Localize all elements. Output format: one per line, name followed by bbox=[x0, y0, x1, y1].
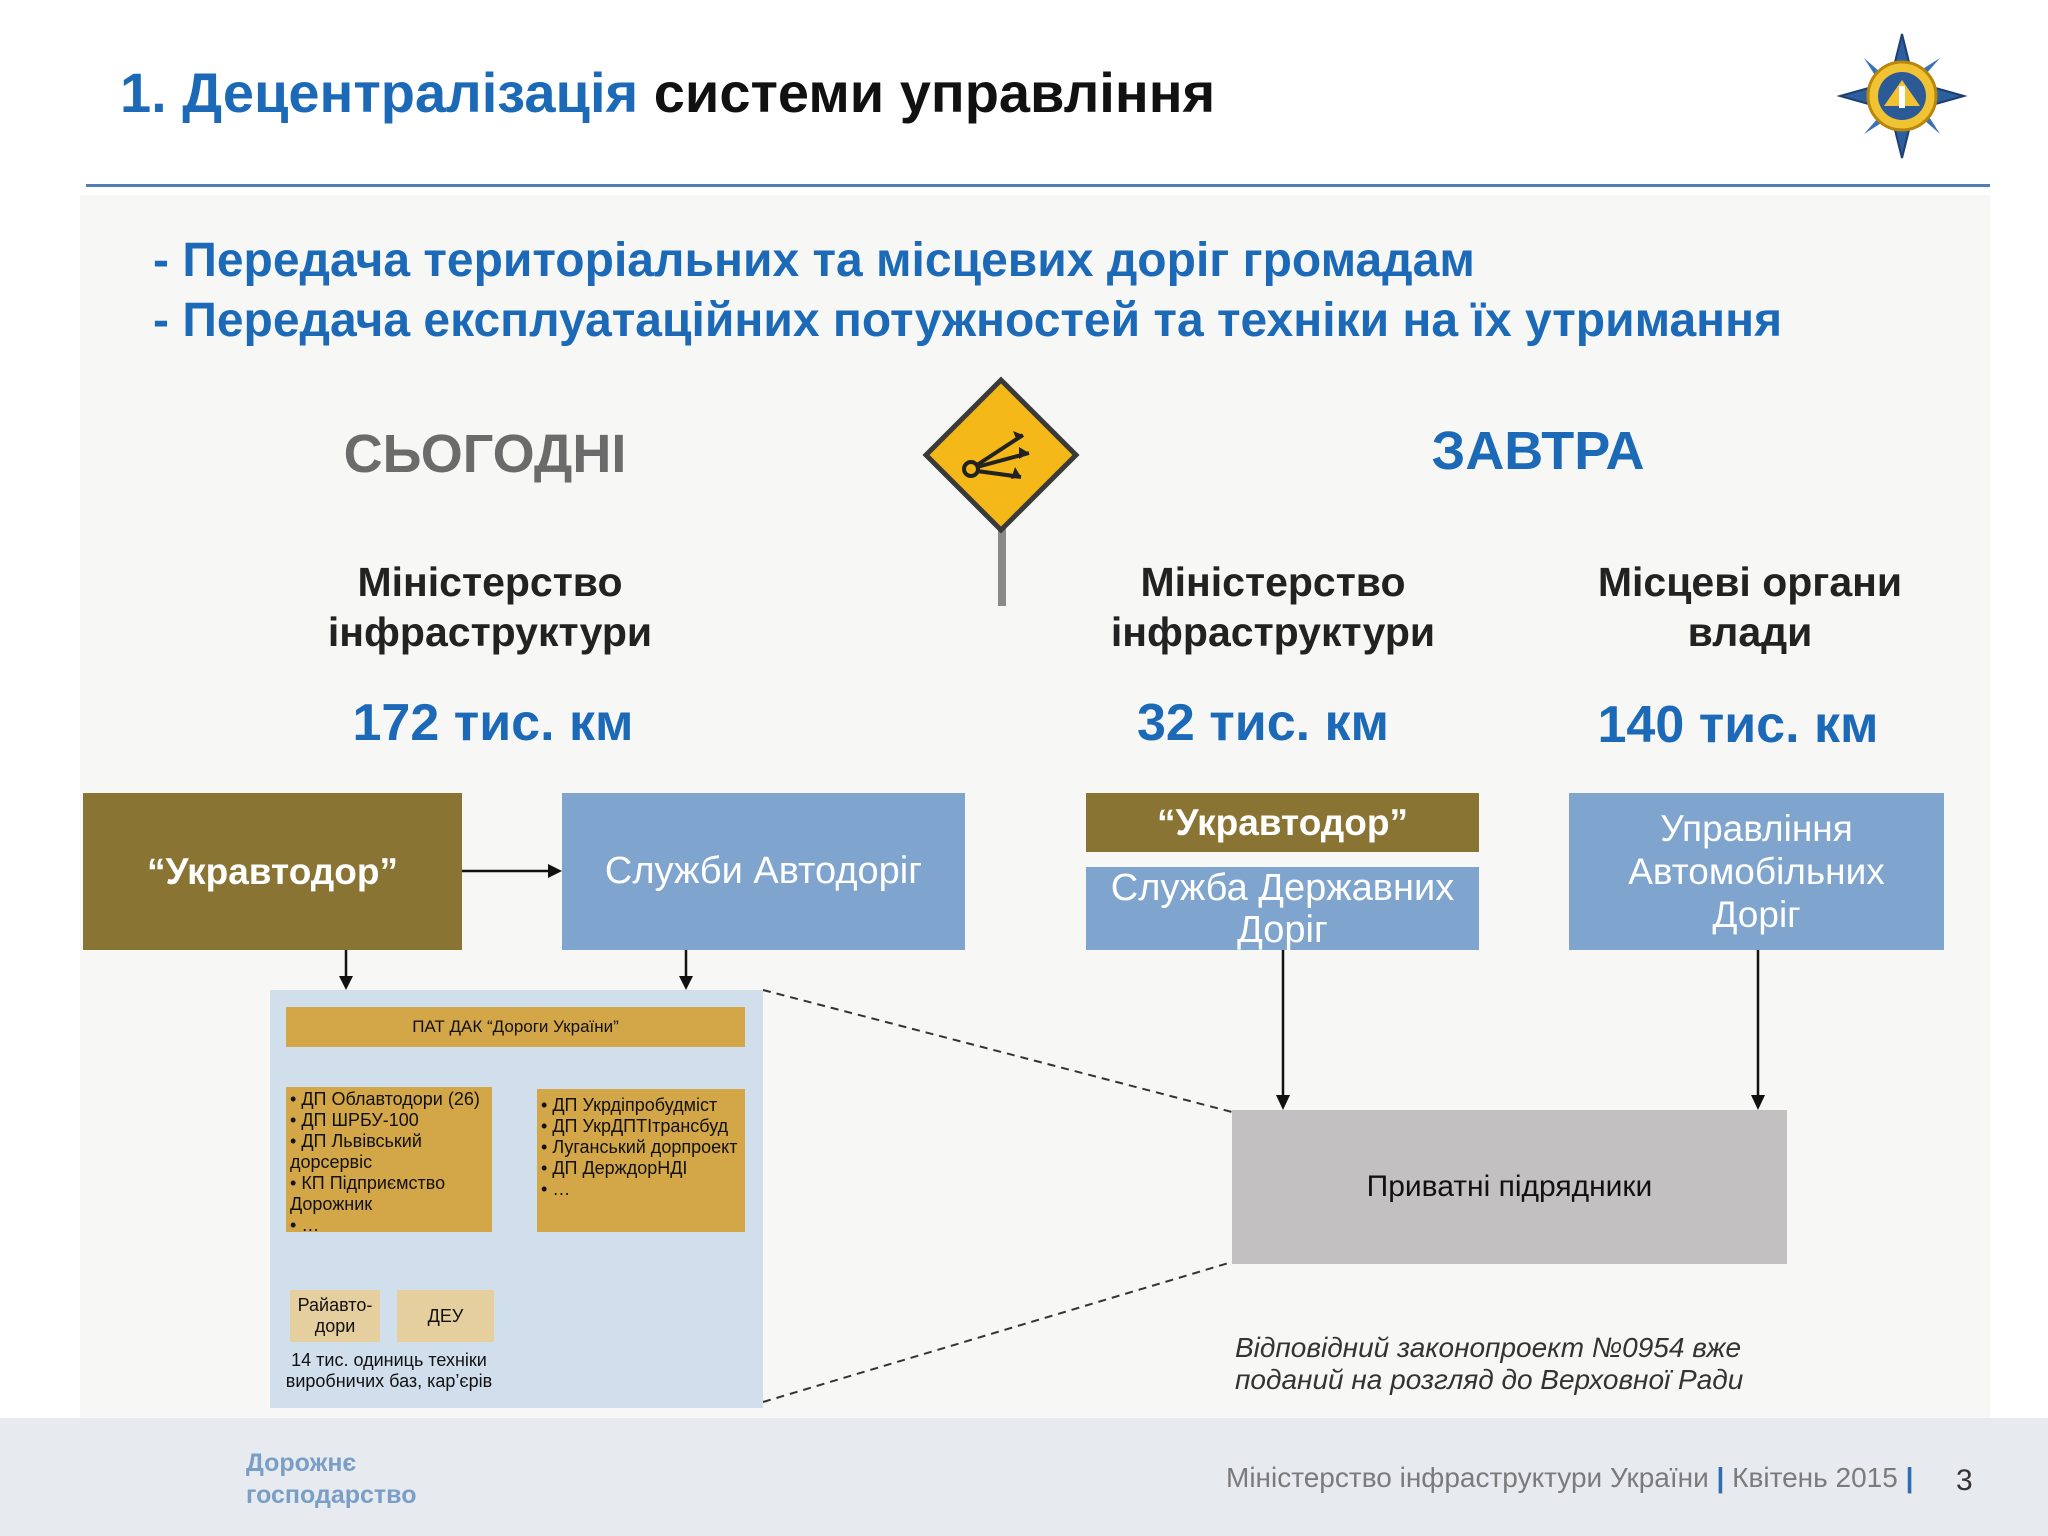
today-ukravtodor-box: “Укравтодор” bbox=[83, 793, 462, 950]
title-part-1: 1. Децентралізація bbox=[120, 61, 639, 124]
footer-ministry: Міністерство інфраструктури України bbox=[1226, 1462, 1709, 1493]
tomorrow-ministry-km: 32 тис. км bbox=[1136, 694, 1390, 752]
private-contractors-box: Приватні підрядники bbox=[1232, 1110, 1787, 1264]
tomorrow-ukravtodor-box: “Укравтодор” bbox=[1086, 793, 1479, 852]
today-km: 172 тис. км bbox=[352, 694, 634, 752]
tomorrow-ministry-org: Міністерство інфраструктури bbox=[1110, 559, 1436, 655]
tomorrow-local-roads-box: Управління Автомобільних Доріг bbox=[1569, 793, 1944, 950]
list-item: ДП УкрДПТІтрансбуд bbox=[541, 1116, 741, 1137]
emblem-icon bbox=[1836, 33, 1968, 159]
footer-info: Міністерство інфраструктури України | Кв… bbox=[1226, 1462, 1913, 1494]
footer-brand-line-2: господарство bbox=[246, 1481, 417, 1509]
title-divider bbox=[86, 184, 1990, 187]
tomorrow-state-roads-box: Служба Державних Доріг bbox=[1086, 867, 1479, 951]
list-item: ДП ДерждорНДІ bbox=[541, 1158, 741, 1179]
list-item: ДП ШРБУ-100 bbox=[290, 1110, 488, 1131]
list-item: ДП Облавтодори (26) bbox=[290, 1089, 488, 1110]
tomorrow-local-km: 140 тис. км bbox=[1597, 696, 1879, 754]
list-item: КП Підприємство Дорожник bbox=[290, 1173, 488, 1215]
tomorrow-local-org: Місцеві органи влади bbox=[1597, 559, 1903, 655]
footer-bar bbox=[0, 1418, 2048, 1536]
pat-dak-box: ПАТ ДАК “Дороги України” bbox=[286, 1007, 745, 1047]
detail-right-box: ДП Укрдіпробудміст ДП УкрДПТІтрансбуд Лу… bbox=[537, 1089, 745, 1232]
footer-separator: | bbox=[1716, 1462, 1725, 1493]
list-item: ДП Укрдіпробудміст bbox=[541, 1095, 741, 1116]
bullet-1: - Передача територіальних та місцевих до… bbox=[153, 234, 1475, 287]
footer-brand: Дорожнє господарство bbox=[246, 1447, 416, 1511]
today-services-box: Служби Автодоріг bbox=[562, 793, 965, 950]
slide-title: 1. Децентралізація системи управління bbox=[120, 60, 1215, 125]
list-item: ДП Львівський дорсервіс bbox=[290, 1131, 488, 1173]
tomorrow-heading: ЗАВТРА bbox=[1431, 421, 1645, 481]
equipment-note: 14 тис. одиниць техніки виробничих баз, … bbox=[285, 1350, 493, 1391]
list-item: … bbox=[290, 1215, 488, 1236]
footer-brand-line-1: Дорожнє bbox=[246, 1449, 357, 1477]
list-item: … bbox=[541, 1179, 741, 1200]
title-part-2: системи управління bbox=[653, 61, 1216, 124]
footer-separator: | bbox=[1905, 1462, 1914, 1493]
today-heading: СЬОГОДНІ bbox=[343, 424, 627, 484]
detail-left-box: ДП Облавтодори (26) ДП ШРБУ-100 ДП Львів… bbox=[286, 1087, 492, 1235]
law-note: Відповідний законопроект №0954 вже подан… bbox=[1235, 1332, 1744, 1395]
bullet-2: - Передача експлуатаційних потужностей т… bbox=[153, 294, 1783, 347]
today-org: Міністерство інфраструктури bbox=[327, 559, 653, 655]
deu-box: ДЕУ bbox=[397, 1290, 494, 1342]
page-number: 3 bbox=[1956, 1464, 1973, 1497]
footer-date: Квітень 2015 bbox=[1732, 1462, 1898, 1493]
list-item: Луганський дорпроект bbox=[541, 1137, 741, 1158]
raiavtodory-box: Райавто-дори bbox=[290, 1290, 380, 1342]
